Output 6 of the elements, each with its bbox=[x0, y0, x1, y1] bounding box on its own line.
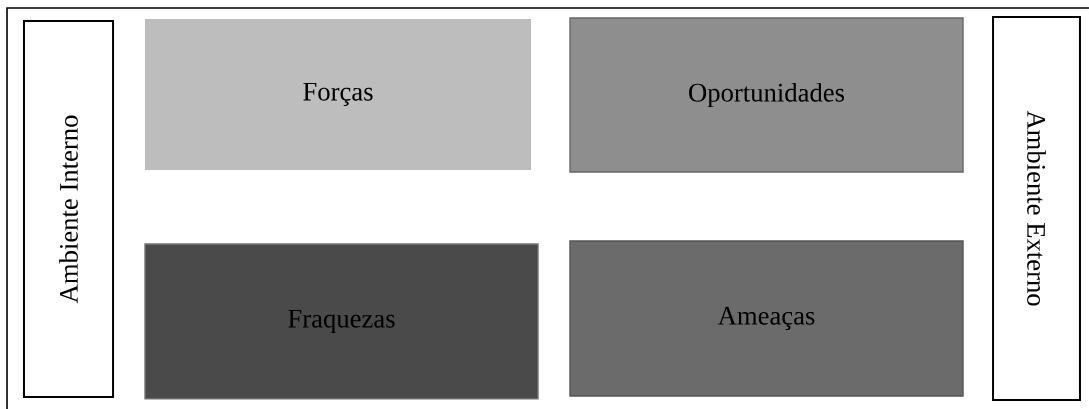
quadrant-box: Oportunidades bbox=[569, 17, 964, 173]
quadrant-box: Forças bbox=[145, 19, 531, 170]
side-label-box: Ambiente Externo bbox=[992, 16, 1081, 401]
side-label-box: Ambiente Interno bbox=[23, 20, 115, 398]
quadrant-box: Ameaças bbox=[569, 240, 964, 397]
quadrant-box: Fraquezas bbox=[144, 243, 539, 400]
